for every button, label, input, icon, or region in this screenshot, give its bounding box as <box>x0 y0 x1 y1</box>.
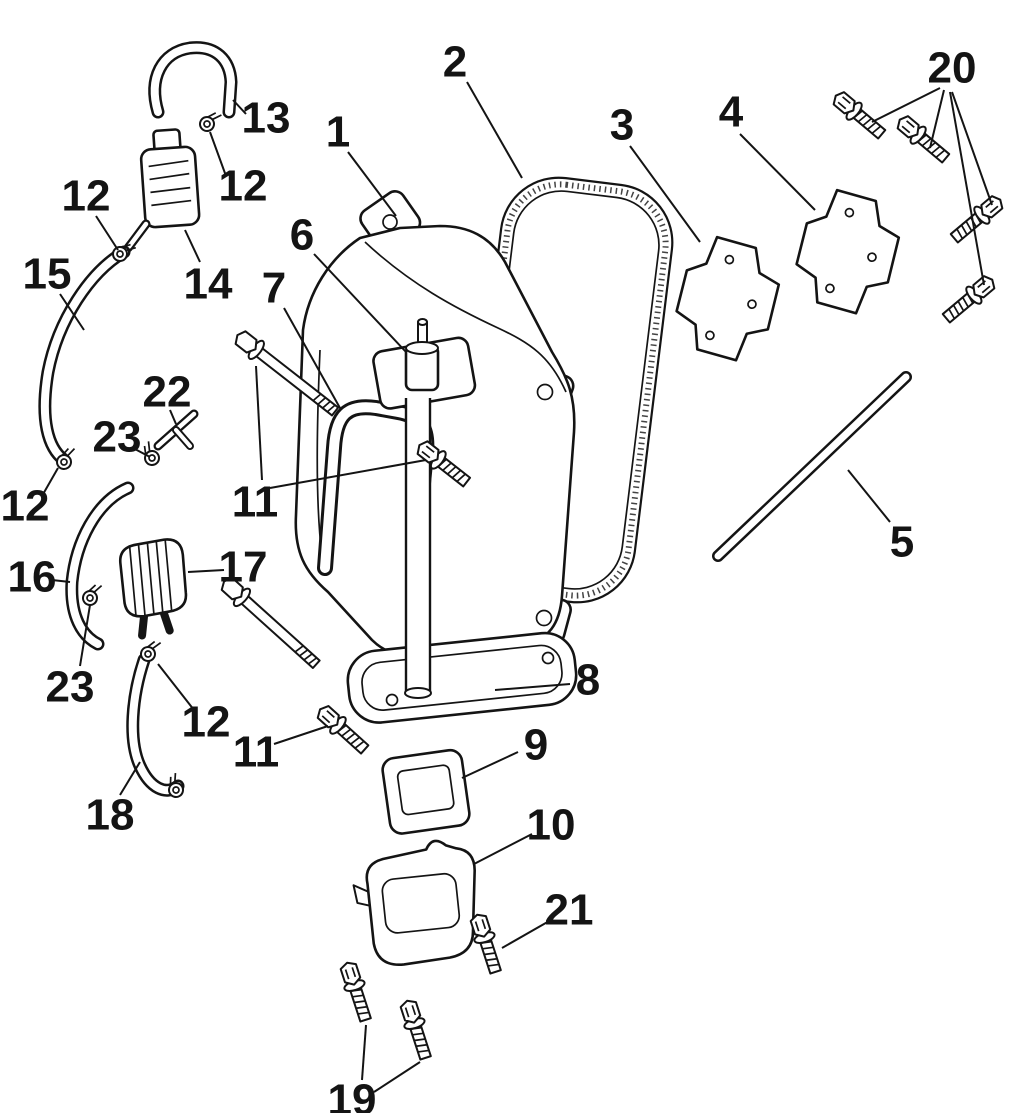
callout-label-7: 7 <box>262 264 286 313</box>
callout-label-1: 1 <box>326 108 350 157</box>
callout-label-13: 13 <box>242 94 291 143</box>
callout-label-10: 10 <box>527 801 576 850</box>
callout-leader-line <box>187 569 225 573</box>
callout-label-4: 4 <box>719 88 744 137</box>
callout-label-12: 12 <box>219 162 268 211</box>
callout-leader-line <box>313 253 407 353</box>
callout-label-18: 18 <box>86 791 135 840</box>
callout-leader-line <box>461 751 519 779</box>
mounting-plate-a-shape <box>675 235 781 362</box>
breather-tube-shape <box>712 371 912 562</box>
callout-label-6: 6 <box>290 211 314 260</box>
callout-leader-line <box>157 663 195 711</box>
callout-leader-line <box>501 919 552 949</box>
long-hose-shape <box>38 245 131 467</box>
callout-leader-line <box>929 89 945 149</box>
callout-label-15: 15 <box>23 250 72 299</box>
callout-leader-line <box>871 87 941 123</box>
callout-leader-line <box>95 215 119 251</box>
callout-label-23: 23 <box>46 663 95 712</box>
lower-cover-shape <box>352 839 476 966</box>
callout-leader-line <box>949 91 985 286</box>
callout-leader-line <box>184 229 201 263</box>
callout-leader-line <box>283 307 341 409</box>
callout-label-22: 22 <box>143 368 192 417</box>
callout-leader-line <box>847 469 891 523</box>
hook-hose-shape <box>148 41 238 119</box>
callout-leader-line <box>494 683 571 691</box>
callout-leader-line <box>232 99 247 115</box>
callout-label-12: 12 <box>62 172 111 221</box>
callout-label-3: 3 <box>610 101 634 150</box>
callout-leader-line <box>373 1061 421 1093</box>
callout-leader-line <box>951 91 993 206</box>
callout-label-14: 14 <box>184 260 233 309</box>
canister-valve-shape <box>123 128 201 253</box>
curved-hose-shape <box>65 481 135 651</box>
tee-fitting-shape <box>153 409 199 451</box>
callout-label-21: 21 <box>545 886 594 935</box>
callout-leader-line <box>255 365 263 481</box>
top-fitting-shape <box>372 318 477 410</box>
small-box-shape <box>381 748 471 835</box>
mounting-plate-b-shape <box>795 188 901 315</box>
callout-leader-line <box>347 151 397 217</box>
callout-label-9: 9 <box>524 721 548 770</box>
callout-leader-line <box>466 81 523 179</box>
callout-label-5: 5 <box>890 518 914 567</box>
callout-label-12: 12 <box>1 482 50 531</box>
callout-leader-line <box>119 761 141 796</box>
ribbed-valve-shape <box>118 538 188 640</box>
callout-leader-line <box>79 604 91 667</box>
callout-leader-line <box>269 459 427 489</box>
callout-label-11: 11 <box>233 728 280 777</box>
callout-label-12: 12 <box>182 698 231 747</box>
callout-leader-line <box>169 409 177 425</box>
callout-label-23: 23 <box>93 413 142 462</box>
lower-hose-shape <box>126 653 185 797</box>
callout-label-17: 17 <box>219 543 268 592</box>
callout-label-2: 2 <box>443 38 467 87</box>
callout-leader-line <box>59 293 85 331</box>
callout-leader-line <box>361 1024 367 1081</box>
callout-label-16: 16 <box>8 553 57 602</box>
callout-label-8: 8 <box>576 656 600 705</box>
callout-leader-line <box>51 579 71 583</box>
callout-label-11: 11 <box>232 478 279 527</box>
callout-leader-line <box>209 131 227 177</box>
callout-leader-line <box>473 833 533 865</box>
callout-leader-line <box>273 725 329 745</box>
callout-leader-line <box>132 447 151 458</box>
callout-label-19: 19 <box>328 1076 377 1113</box>
callout-leader-line <box>41 467 59 497</box>
callout-leader-line <box>629 145 701 243</box>
callout-leader-line <box>739 133 816 211</box>
callout-label-20: 20 <box>928 44 977 93</box>
